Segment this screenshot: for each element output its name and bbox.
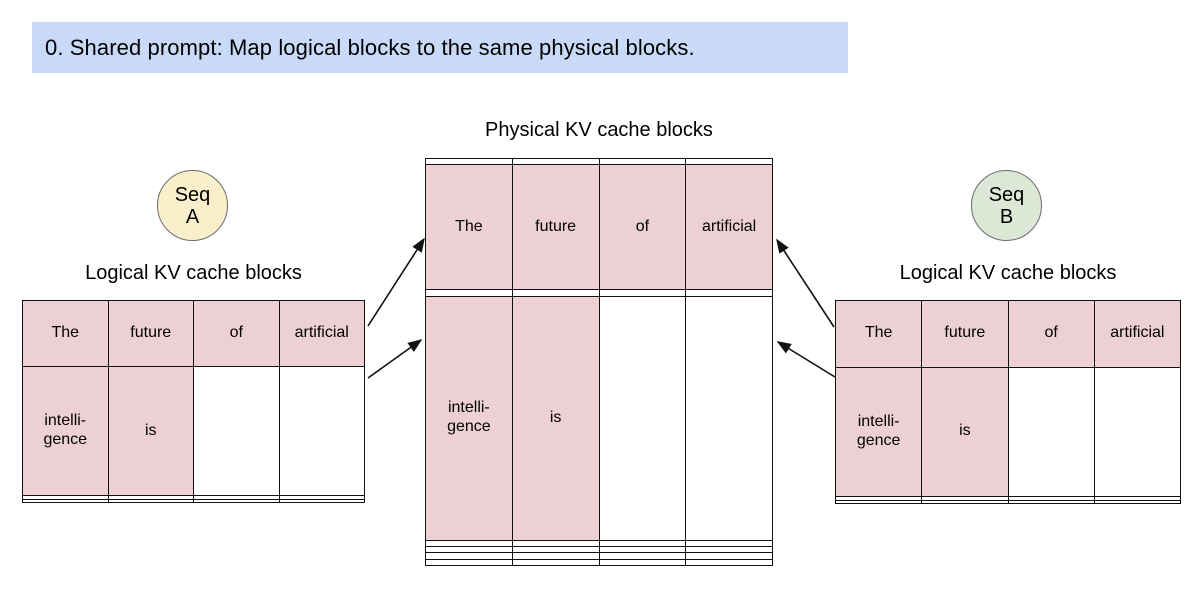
arrow-seq-b-block1-icon xyxy=(776,341,836,378)
logical-table-b-cell-r4c3 xyxy=(1007,499,1095,505)
title-text: 0. Shared prompt: Map logical blocks to … xyxy=(45,34,695,60)
logical-table-b-cell-r1c1: The xyxy=(834,300,923,368)
logical-table-b-title: Logical KV cache blocks xyxy=(899,262,1117,284)
physical-table-cell-r2c1: The xyxy=(425,164,513,291)
logical-table-a-cell-r1c2: future xyxy=(107,299,194,368)
physical-table-cell-r2c4: artificial xyxy=(685,164,773,291)
logical-table-a-cell-r1c3: of xyxy=(193,299,280,368)
logical-table-a-cell-r1c1: The xyxy=(22,299,109,368)
physical-table-cell-r8c2 xyxy=(511,558,600,567)
physical-table-cell-r8c1 xyxy=(425,558,513,567)
logical-table-b-cell-r2c4 xyxy=(1093,366,1182,498)
seq-b-label-line2: B xyxy=(999,205,1014,228)
logical-table-a-title: Logical KV cache blocks xyxy=(85,262,302,284)
physical-table-cell-r4c2: is xyxy=(511,295,600,541)
logical-table-a-cell-r4c4 xyxy=(278,498,365,504)
logical-table-b-cell-r2c3 xyxy=(1007,366,1095,498)
arrow-seq-a-block1-icon xyxy=(367,339,423,379)
physical-table-cell-r2c2: future xyxy=(511,164,600,291)
logical-table-b-cell-r4c1 xyxy=(834,499,923,505)
seq-a-badge: Seq A xyxy=(157,170,228,241)
physical-table-cell-r4c3 xyxy=(598,295,687,541)
seq-b-badge: Seq B xyxy=(971,170,1042,241)
physical-table-cell-r1c4 xyxy=(685,157,773,166)
physical-table-title: Physical KV cache blocks xyxy=(485,119,713,141)
logical-table-a-cell-r2c3 xyxy=(193,366,280,497)
seq-a-label-line2: A xyxy=(185,205,200,228)
physical-table-cell-r3c4 xyxy=(685,289,773,297)
logical-table-a-cell-r2c4 xyxy=(278,366,365,497)
arrow-seq-a-block0-icon xyxy=(367,237,425,327)
arrow-seq-b-block0-icon xyxy=(776,238,835,328)
physical-table-cell-r2c3: of xyxy=(598,164,687,291)
logical-table-b-cell-r1c2: future xyxy=(921,300,1009,368)
logical-table-b-cell-r4c4 xyxy=(1093,499,1182,505)
seq-a-label-line1: Seq xyxy=(174,183,211,206)
logical-table-a-cell-r2c2: is xyxy=(107,366,194,497)
logical-table-b-cell-r2c1: intelli- gence xyxy=(834,366,923,498)
title-banner: 0. Shared prompt: Map logical blocks to … xyxy=(32,22,848,73)
logical-table-b-cell-r4c2 xyxy=(921,499,1009,505)
logical-table-a-cell-r4c3 xyxy=(193,498,280,504)
physical-table-cell-r4c4 xyxy=(685,295,773,541)
logical-table-b-cell-r1c3: of xyxy=(1007,300,1095,368)
seq-b-label-line1: Seq xyxy=(988,183,1025,206)
logical-table-a-cell-r2c1: intelli- gence xyxy=(22,366,109,497)
logical-table-a-cell-r4c2 xyxy=(107,498,194,504)
physical-table-cell-r4c1: intelli- gence xyxy=(425,295,513,541)
physical-table-cell-r8c3 xyxy=(598,558,687,567)
physical-table-cell-r8c4 xyxy=(685,558,773,567)
logical-table-a-cell-r4c1 xyxy=(22,498,109,504)
logical-table-a-cell-r1c4: artificial xyxy=(278,299,365,368)
logical-table-b-cell-r1c4: artificial xyxy=(1093,300,1182,368)
logical-table-b-cell-r2c2: is xyxy=(921,366,1009,498)
